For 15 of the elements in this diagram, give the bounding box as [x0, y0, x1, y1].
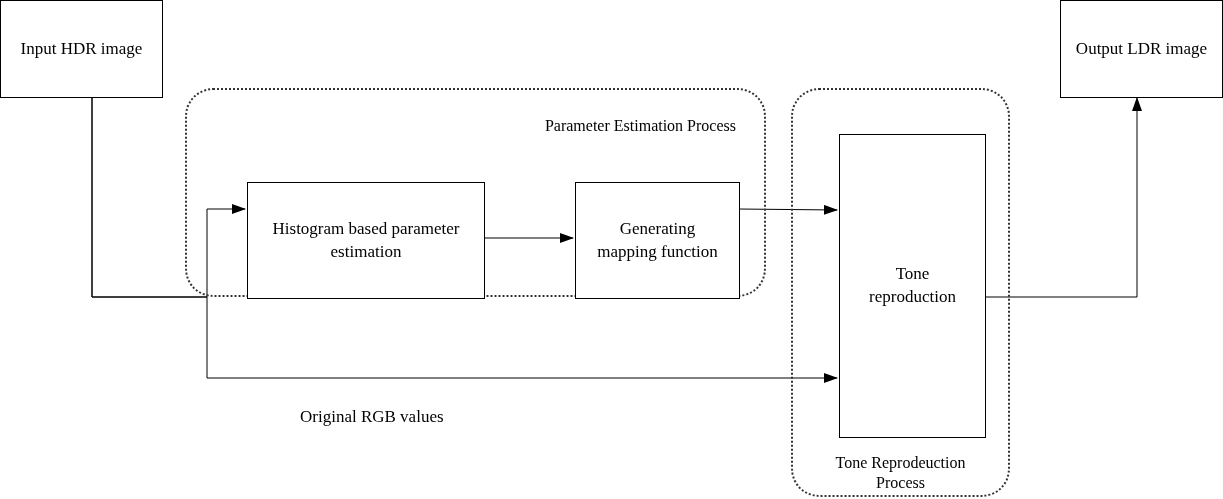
box-text: Input HDR image: [20, 37, 143, 60]
process-box: [1060, 0, 1223, 98]
process-box: [247, 182, 485, 299]
process-box: [575, 182, 740, 299]
box-text: Output LDR image: [1075, 37, 1208, 60]
group-label: Tone Reprodeuction Process: [834, 453, 967, 493]
process-group: [791, 88, 1010, 497]
group-label: Parameter Estimation Process: [544, 116, 736, 136]
box-text: Generating mapping function: [596, 217, 719, 263]
process-box: [839, 134, 986, 438]
process-group: [185, 88, 766, 297]
box-text: Histogram based parameter estimation: [271, 217, 461, 263]
box-text: Tone reproduction: [868, 263, 957, 308]
process-box: [0, 0, 163, 98]
arrow: [91, 97, 838, 383]
